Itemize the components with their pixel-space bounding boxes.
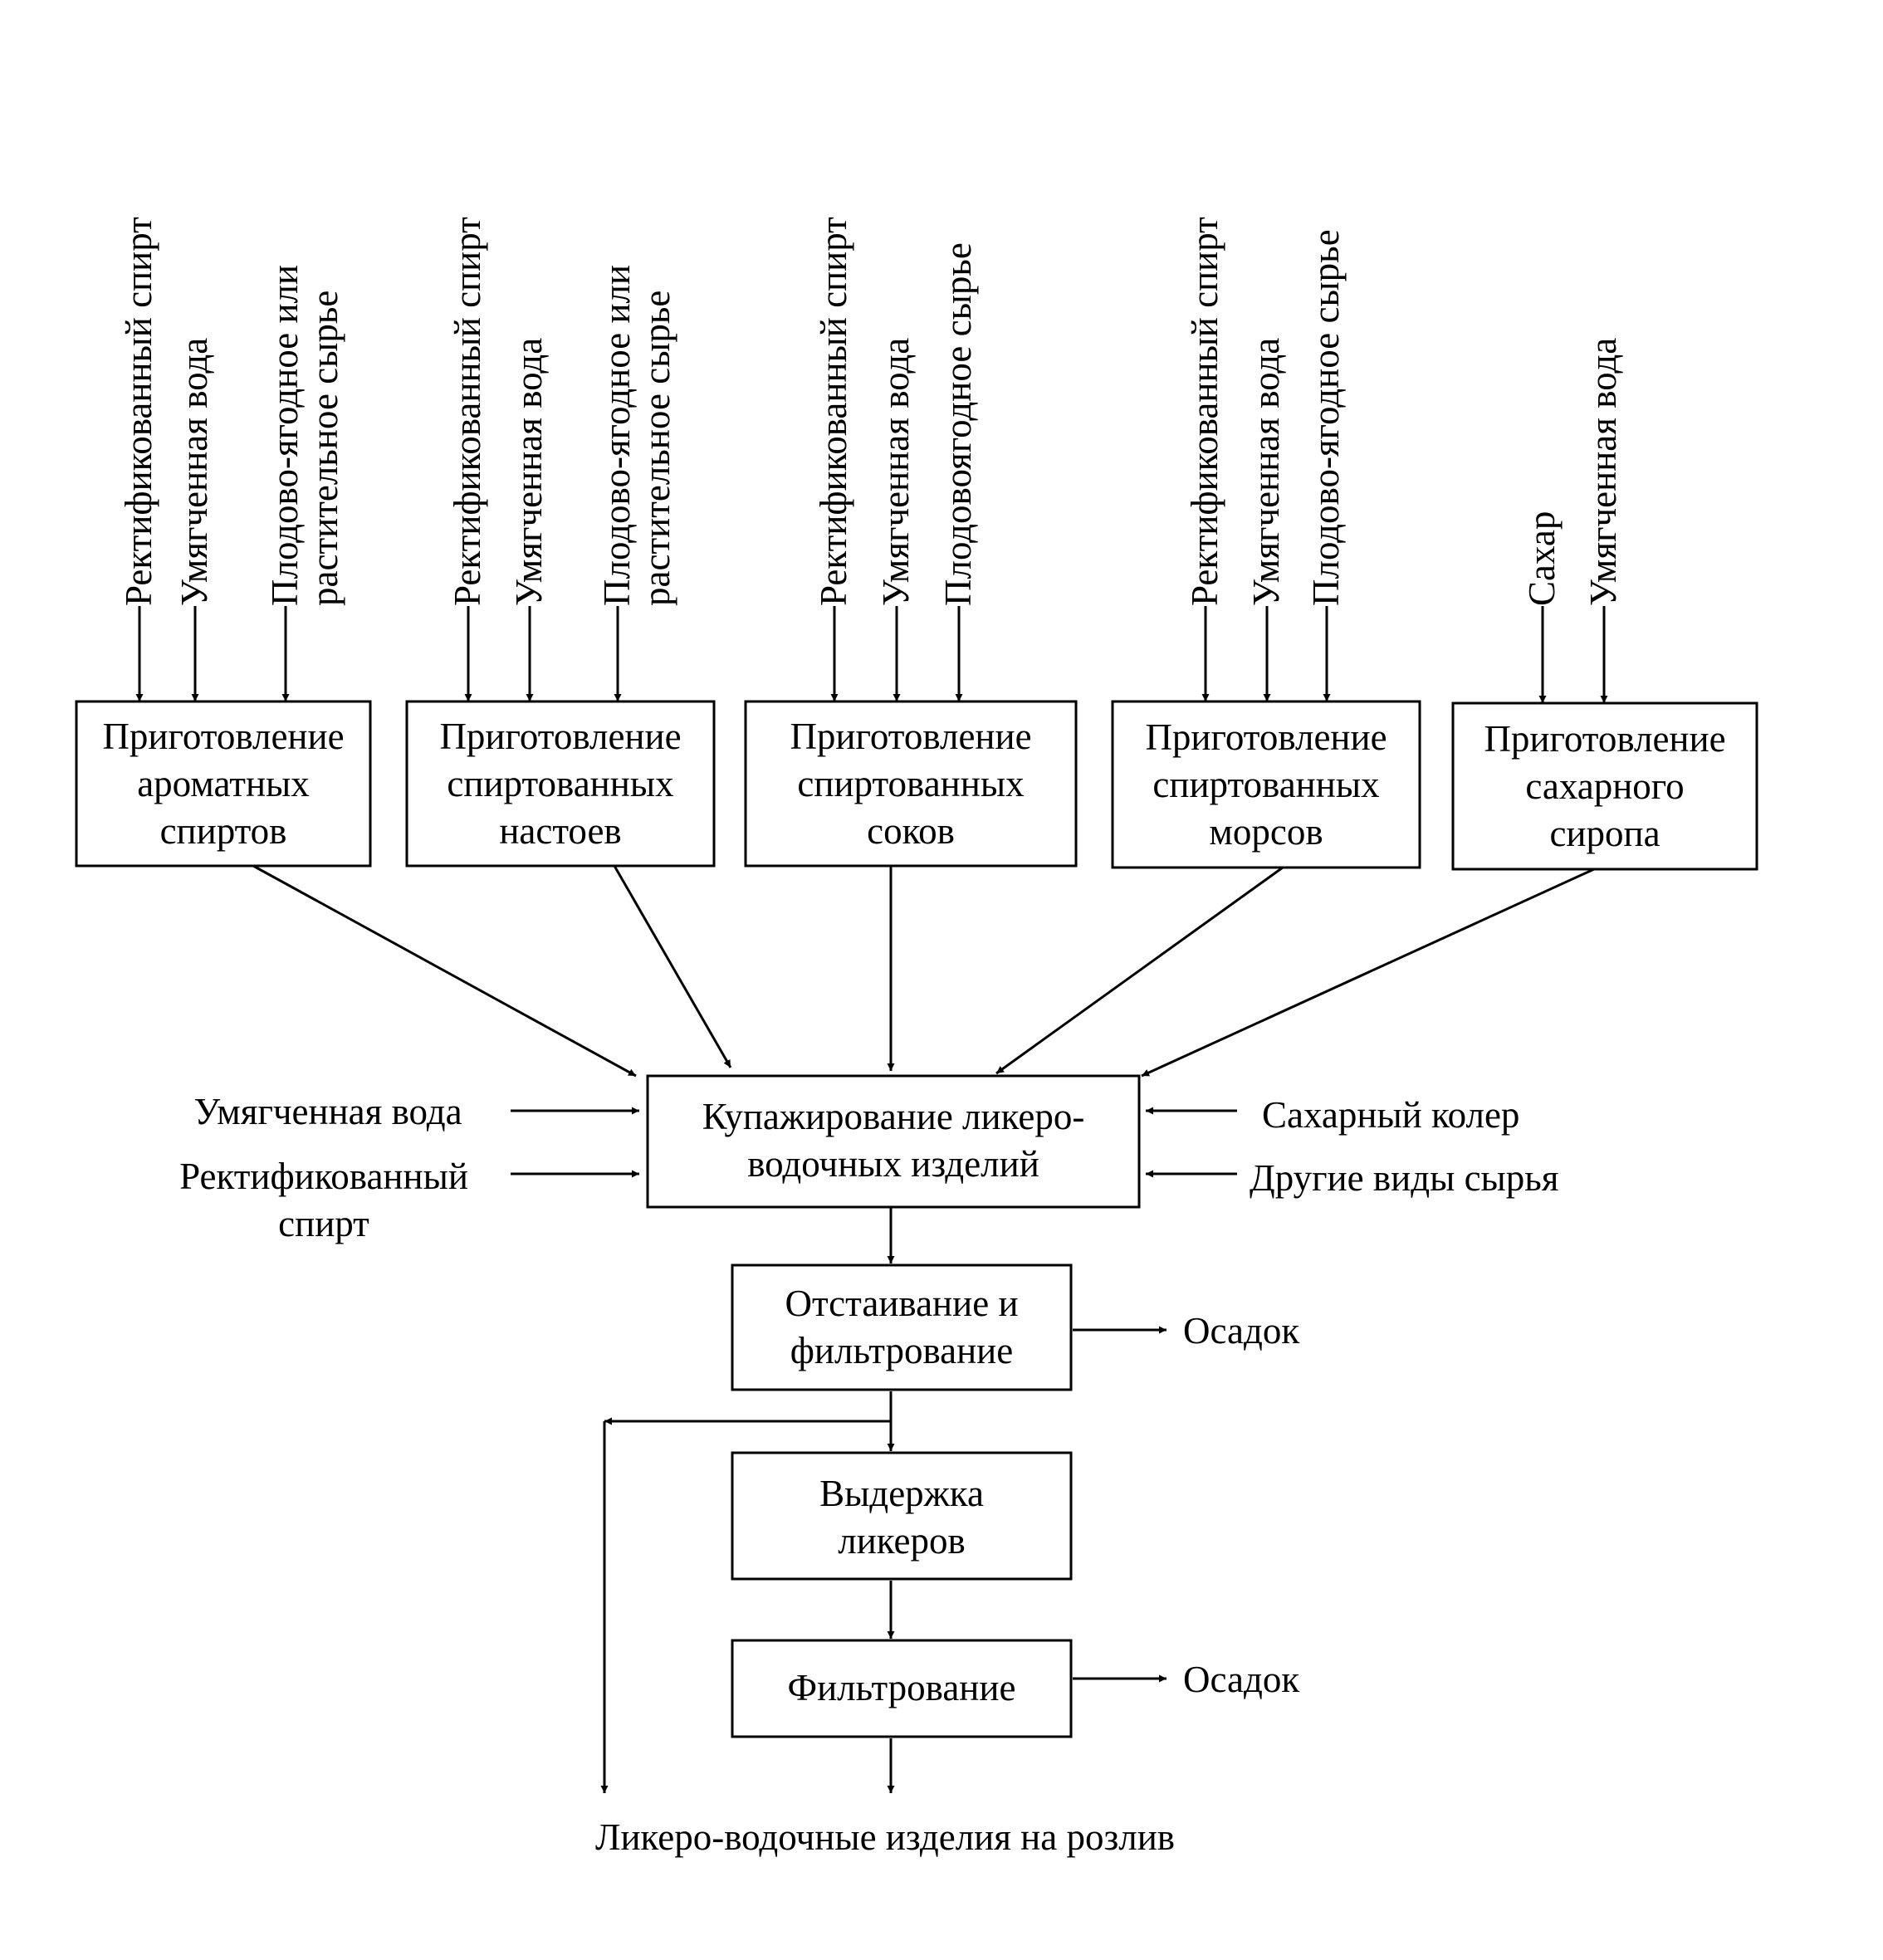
svg-text:растительное сырье: растительное сырье	[304, 291, 345, 606]
blending-left-input-label: Умягченная вода	[193, 1091, 462, 1132]
aging-label: ликеров	[838, 1520, 966, 1562]
stage1-box-3	[744, 700, 1078, 868]
stage1-box-3-label: соков	[867, 810, 955, 852]
svg-text:Умягченная вода: Умягченная вода	[875, 338, 917, 606]
settling-label: фильтрование	[790, 1330, 1013, 1371]
settling-box	[731, 1263, 1073, 1391]
stage1-input-label: Умягченная вода	[1582, 338, 1624, 606]
blending-left-input-label: спирт	[278, 1203, 369, 1244]
svg-text:Плодово-ягодное или: Плодово-ягодное или	[596, 265, 638, 606]
stage1-box-4-label: морсов	[1209, 811, 1323, 853]
stage1-to-blending-arrow	[252, 864, 637, 1078]
stage1-to-blending-arrow	[1141, 868, 1595, 1078]
stage1-input-label: Ректификованный спирт	[813, 217, 854, 606]
svg-text:Ректификованный спирт: Ректификованный спирт	[447, 217, 488, 606]
stage1-input-label: Ректификованный спирт	[118, 217, 159, 606]
svg-text:Ректификованный спирт: Ректификованный спирт	[1184, 217, 1225, 606]
stage1-box-5-label: сиропа	[1549, 813, 1660, 854]
stage1-box-1-label: ароматных	[137, 763, 310, 804]
stage1-input-label: Сахар	[1521, 511, 1563, 606]
stage1-box-4	[1111, 700, 1421, 869]
blending-left-input-label: Ректификованный	[179, 1156, 468, 1197]
stage1-input-label: Умягченная вода	[875, 338, 917, 606]
stage1-input-label: Ректификованный спирт	[1184, 217, 1225, 606]
stage1-box-2-label: Приготовление	[439, 716, 681, 757]
svg-text:Ректификованный спирт: Ректификованный спирт	[118, 217, 159, 606]
aging-label: Выдержка	[819, 1473, 984, 1514]
blending-label: Купажирование ликеро-	[702, 1096, 1085, 1137]
stage1-input-label: Ректификованный спирт	[447, 217, 488, 606]
stage1-box-2	[405, 700, 716, 868]
svg-text:Умягченная вода: Умягченная вода	[1245, 338, 1287, 606]
stage1-box-3-label: спиртованных	[797, 763, 1024, 804]
stage1-to-blending-arrow	[995, 866, 1284, 1075]
connector-lines	[135, 606, 1608, 1793]
stage1-box-1-label: спиртов	[160, 810, 287, 852]
blending-box	[646, 1074, 1141, 1209]
aging-box	[731, 1451, 1073, 1581]
blending-right-input-label: Другие виды сырья	[1250, 1157, 1559, 1199]
svg-text:Плодово-ягодное или: Плодово-ягодное или	[264, 265, 306, 606]
stage1-input-label: Плодовоягодное сырье	[937, 242, 979, 606]
settling-output-label: Осадок	[1183, 1310, 1299, 1351]
stage1-input-label: Плодово-ягодное сырье	[1305, 229, 1347, 606]
blending-label: водочных изделий	[747, 1143, 1039, 1185]
filtration-output-label: Осадок	[1183, 1659, 1299, 1700]
svg-text:Умягченная вода: Умягченная вода	[508, 338, 550, 606]
svg-text:Плодовоягодное сырье: Плодовоягодное сырье	[937, 242, 979, 606]
svg-text:Умягченная вода: Умягченная вода	[174, 338, 215, 606]
stage1-box-1-label: Приготовление	[102, 716, 344, 757]
process-steps	[75, 700, 1758, 1738]
stage1-box-2-label: настоев	[499, 810, 621, 852]
stage1-to-blending-arrow	[613, 865, 732, 1068]
stage1-box-2-label: спиртованных	[447, 763, 673, 804]
svg-text:растительное сырье: растительное сырье	[636, 291, 677, 606]
stage1-box-4-label: Приготовление	[1145, 716, 1387, 758]
settling-label: Отстаивание и	[785, 1283, 1018, 1324]
stage1-box-1	[75, 700, 372, 868]
stage1-box-5	[1451, 701, 1758, 871]
stage1-box-3-label: Приготовление	[790, 716, 1031, 757]
svg-text:Умягченная вода: Умягченная вода	[1582, 338, 1624, 606]
svg-text:Сахар: Сахар	[1521, 511, 1563, 606]
stage1-input-label: Умягченная вода	[508, 338, 550, 606]
filtration-label: Фильтрование	[788, 1667, 1016, 1708]
svg-text:Плодово-ягодное сырье: Плодово-ягодное сырье	[1305, 229, 1347, 606]
final-output-label: Ликеро-водочные изделия на розлив	[595, 1816, 1175, 1858]
blending-right-input-label: Сахарный колер	[1262, 1094, 1519, 1136]
stage1-input-label: Умягченная вода	[174, 338, 215, 606]
stage1-box-5-label: сахарного	[1525, 765, 1684, 807]
svg-text:Ректификованный спирт: Ректификованный спирт	[813, 217, 854, 606]
stage1-box-5-label: Приготовление	[1484, 718, 1725, 760]
stage1-box-4-label: спиртованных	[1152, 764, 1379, 805]
material-labels: ПриготовлениеароматныхспиртовРектификова…	[102, 217, 1725, 1858]
filtration-box	[731, 1639, 1073, 1738]
stage1-input-label: Умягченная вода	[1245, 338, 1287, 606]
